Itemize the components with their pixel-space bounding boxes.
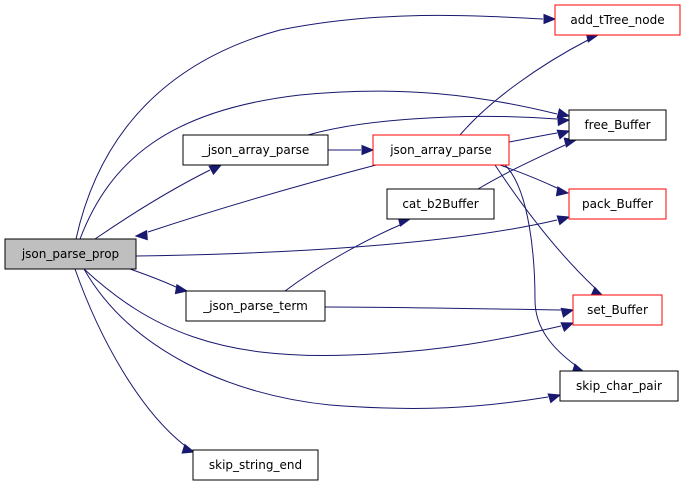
edge-json-parse-prop-to-json-array-parse-private bbox=[94, 164, 223, 240]
node-json-parse-term-private[interactable]: _json_parse_term bbox=[185, 290, 326, 322]
edge-line bbox=[499, 164, 558, 189]
node-set-buffer[interactable]: set_Buffer bbox=[572, 294, 663, 326]
node-label: _json_array_parse bbox=[201, 143, 310, 157]
edge-line bbox=[307, 115, 558, 136]
edge-line bbox=[83, 268, 549, 409]
arrowhead-icon bbox=[543, 13, 557, 25]
node-label: json_parse_prop bbox=[21, 247, 119, 261]
edge-line bbox=[284, 224, 401, 292]
edge-line bbox=[324, 306, 562, 311]
edge-line bbox=[508, 132, 558, 143]
edge-json-array-parse-to-json-parse-prop bbox=[134, 164, 377, 241]
arrowhead-icon bbox=[560, 322, 575, 333]
node-label: add_tTree_node bbox=[570, 13, 664, 27]
edge-line bbox=[477, 144, 566, 190]
edge-json-parse-prop-to-json-parse-term-private bbox=[129, 268, 189, 295]
edge-json-array-parse-to-pack-Buffer bbox=[499, 164, 570, 197]
edge-line bbox=[79, 90, 558, 240]
arrowhead-icon bbox=[181, 443, 196, 454]
edge-json-array-parse-private-to-free-Buffer bbox=[307, 115, 571, 136]
edge-json-parse-prop-to-free-Buffer bbox=[79, 90, 571, 240]
node-label: json_array_parse bbox=[389, 143, 492, 157]
edge-json-parse-prop-to-add-tTree-node bbox=[75, 13, 557, 240]
node-label: cat_b2Buffer bbox=[402, 197, 478, 211]
node-json-array-parse[interactable]: json_array_parse bbox=[372, 134, 510, 166]
node-cat-b2buffer[interactable]: cat_b2Buffer bbox=[386, 188, 495, 220]
arrowhead-icon bbox=[547, 393, 562, 404]
node-label: _json_parse_term bbox=[202, 299, 308, 313]
edge-json-parse-prop-to-skip-string-end bbox=[74, 268, 196, 454]
edge-json-array-parse-private-to-json-array-parse bbox=[328, 144, 375, 156]
arrowhead-icon bbox=[557, 115, 571, 127]
edge-line bbox=[129, 268, 177, 288]
arrowhead-icon bbox=[556, 108, 571, 119]
node-pack-buffer[interactable]: pack_Buffer bbox=[568, 188, 667, 220]
arrowhead-icon bbox=[174, 283, 189, 295]
arrowhead-icon bbox=[560, 307, 575, 318]
node-json-array-parse-private[interactable]: _json_array_parse bbox=[182, 134, 329, 166]
nodes-layer: json_parse_prop _json_array_parse _json_… bbox=[4, 4, 681, 481]
edge-json-array-parse-to-free-Buffer bbox=[508, 129, 571, 143]
node-add-ttree-node[interactable]: add_tTree_node bbox=[554, 4, 681, 36]
edge-line bbox=[83, 268, 562, 357]
arrowhead-icon bbox=[361, 144, 375, 156]
node-label: free_Buffer bbox=[584, 118, 650, 132]
edge-json-parse-term-private-to-set-Buffer bbox=[324, 306, 575, 318]
edge-line bbox=[94, 169, 211, 240]
edge-line bbox=[135, 219, 558, 257]
node-label: skip_string_end bbox=[209, 458, 302, 472]
arrowhead-icon bbox=[208, 164, 223, 176]
edges-layer bbox=[74, 13, 605, 454]
edge-line bbox=[74, 268, 185, 446]
node-free-buffer[interactable]: free_Buffer bbox=[568, 109, 667, 141]
edge-line bbox=[459, 39, 589, 136]
edge-json-parse-prop-to-set-Buffer bbox=[83, 268, 575, 357]
node-skip-string-end[interactable]: skip_string_end bbox=[192, 449, 319, 481]
node-skip-char-pair[interactable]: skip_char_pair bbox=[559, 370, 679, 402]
arrowhead-icon bbox=[555, 186, 570, 197]
node-label: skip_char_pair bbox=[576, 379, 662, 393]
edge-line bbox=[75, 14, 544, 240]
edge-json-parse-prop-to-skip-char-pair bbox=[83, 268, 562, 409]
edge-json-parse-prop-to-pack-Buffer bbox=[135, 215, 571, 257]
node-json-parse-prop[interactable]: json_parse_prop bbox=[4, 238, 137, 270]
edge-line bbox=[504, 164, 576, 366]
edge-line bbox=[494, 164, 596, 289]
arrowhead-icon bbox=[134, 229, 148, 241]
node-label: set_Buffer bbox=[587, 303, 648, 317]
arrowhead-icon bbox=[556, 129, 571, 140]
arrowhead-icon bbox=[556, 215, 571, 226]
edge-line bbox=[147, 164, 377, 233]
node-label: pack_Buffer bbox=[582, 197, 653, 211]
edge-json-parse-term-private-to-cat-b2Buffer bbox=[284, 216, 412, 292]
